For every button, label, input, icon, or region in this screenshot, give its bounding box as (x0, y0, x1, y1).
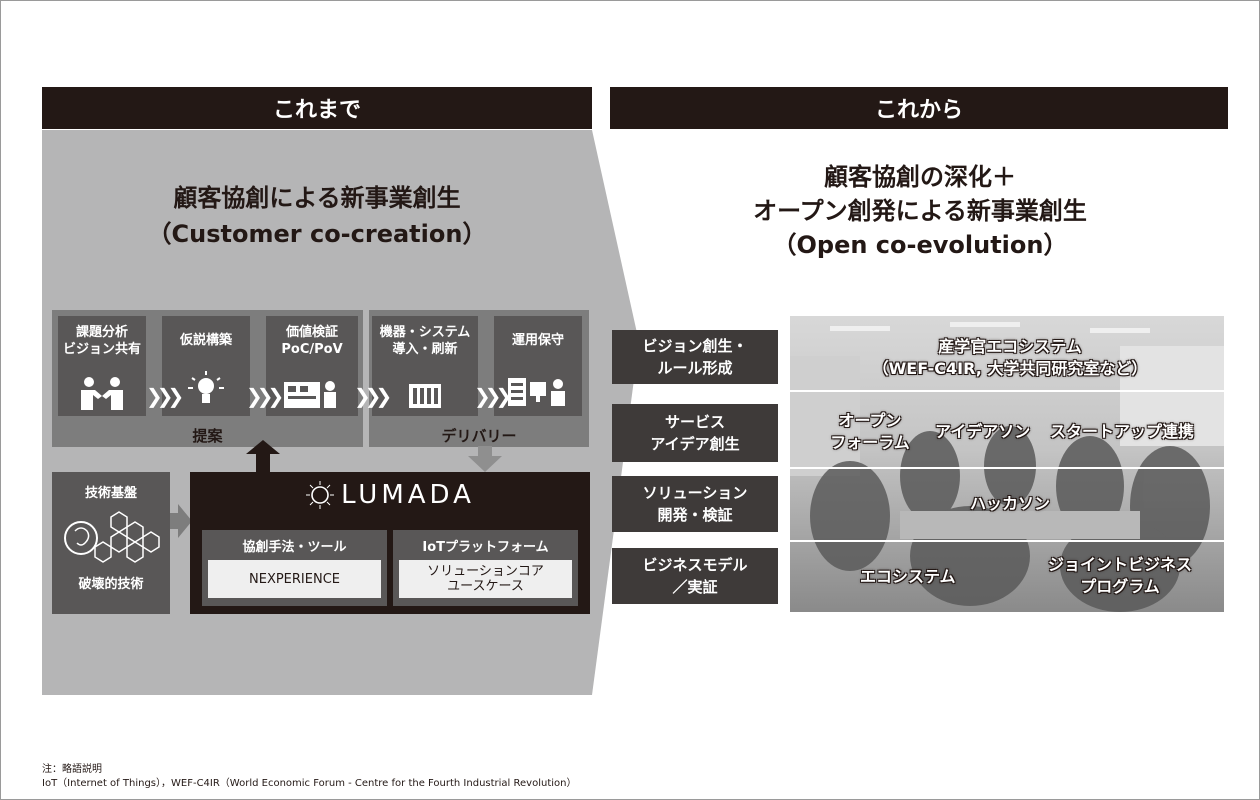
overlay-joint-business-line1: ジョイントビジネス (1047, 555, 1192, 574)
overlay-ecosystem: エコシステム (860, 567, 956, 586)
disruptive-tech-label: 破壊的技術 (78, 577, 144, 592)
up-arrow-icon (246, 440, 280, 474)
step-label-line1: 価値検証 (285, 325, 338, 340)
row-label-line2: 開発・検証 (657, 506, 733, 524)
workshop-photo-image (790, 316, 1224, 612)
step-label-line1: 課題分析 (75, 325, 128, 340)
delivery-label: デリバリー (441, 427, 517, 445)
handshake-icon (81, 377, 123, 410)
row-divider (790, 540, 1224, 542)
overlay-hackathon: ハッカソン (969, 494, 1050, 513)
lightbulb-icon (188, 371, 224, 403)
row-label-line2: ／実証 (672, 578, 718, 596)
overlay-open-forum: オープン フォーラム (820, 410, 920, 454)
left-header-text: これまで (272, 98, 361, 123)
right-title: 顧客協創の深化＋ オープン創発による新事業創生 （Open co-evoluti… (640, 160, 1200, 262)
tech-base-label: 技術基盤 (84, 486, 137, 501)
step-label-line1: 仮説構築 (179, 333, 232, 348)
right-title-line2: オープン創発による新事業創生 (753, 197, 1087, 225)
row-label-vision: ビジョン創生・ ルール形成 (612, 330, 778, 384)
iot-platform-value-line1: ソリューションコア (427, 564, 544, 579)
iot-platform-panel: IoTプラットフォーム ソリューションコア ユースケース (393, 530, 578, 606)
building-icon (409, 384, 441, 408)
lumada-logo-text: LUMADA (341, 480, 475, 510)
brain-hexagon-icon (64, 511, 160, 563)
left-title: 顧客協創による新事業創生 （Customer co-creation） (42, 180, 592, 252)
co-creation-tools-value: NEXPERIENCE (208, 560, 381, 598)
row-divider (790, 467, 1224, 469)
step-value-verification: 価値検証 PoC/PoV (266, 316, 358, 416)
co-creation-tools-header: 協創手法・ツール (242, 540, 347, 555)
overlay-ecosystem-industry: 産学官エコシステム （WEF-C4IR, 大学共同研究室など） (800, 336, 1220, 380)
overlay-ideathon: アイデアソン (935, 422, 1031, 441)
factory-worker-icon (284, 381, 336, 408)
step-label-line1: 運用保守 (511, 333, 564, 348)
step-label-line2: PoC/PoV (281, 342, 343, 357)
step-label-line2: ビジョン共有 (62, 342, 141, 357)
row-label-service-idea: サービス アイデア創生 (612, 404, 778, 462)
co-creation-tools-panel: 協創手法・ツール NEXPERIENCE (202, 530, 387, 606)
left-title-line1: 顧客協創による新事業創生 (173, 184, 461, 212)
step-operation-maintenance: 運用保守 (494, 316, 582, 416)
step-label-line2: 導入・刷新 (392, 342, 458, 357)
workshop-photo (790, 316, 1224, 612)
step-system-deployment: 機器・システム 導入・刷新 (372, 316, 478, 416)
chevron-right-icon: ❯❯❯ (474, 384, 512, 408)
right-header: これから (610, 87, 1228, 129)
row-label-line1: サービス (664, 413, 725, 431)
down-arrow-icon (468, 446, 502, 472)
row-label-line1: ビジネスモデル (642, 556, 748, 574)
overlay-open-forum-line1: オープン (838, 411, 902, 430)
right-title-line3: （Open co-evolution） (772, 231, 1068, 259)
note-abbreviations: IoT（Internet of Things），WEF-C4IR（World E… (42, 778, 577, 789)
overlay-open-forum-line2: フォーラム (830, 433, 910, 452)
overlay-ecosystem-line1: 産学官エコシステム (938, 337, 1082, 356)
chevron-right-icon: ❯❯❯ (354, 384, 392, 408)
row-label-line1: ソリューション (642, 484, 748, 502)
row-label-line2: ルール形成 (657, 359, 733, 377)
left-title-line2: （Customer co-creation） (147, 220, 487, 248)
step-issue-analysis: 課題分析 ビジョン共有 (58, 316, 146, 416)
right-header-text: これから (874, 98, 963, 123)
row-label-line2: アイデア創生 (650, 435, 740, 453)
right-title-line1: 顧客協創の深化＋ (824, 163, 1016, 191)
step-label-line1: 機器・システム (379, 325, 471, 340)
row-label-solution: ソリューション 開発・検証 (612, 476, 778, 532)
overlay-startup: スタートアップ連携 (1050, 422, 1195, 441)
row-divider (790, 390, 1224, 392)
overlay-ecosystem-line2: （WEF-C4IR, 大学共同研究室など） (872, 359, 1148, 378)
iot-platform-value: ソリューションコア ユースケース (399, 560, 572, 598)
row-label-business-model: ビジネスモデル ／実証 (612, 548, 778, 604)
lumada-box: LUMADA 協創手法・ツール NEXPERIENCE IoTプラットフォーム … (190, 472, 590, 614)
left-header: これまで (42, 87, 592, 129)
row-label-line1: ビジョン創生・ (642, 337, 748, 355)
right-arrow-icon (170, 504, 192, 538)
tech-base-box: 技術基盤 破壊的技術 (52, 472, 170, 614)
iot-platform-header: IoTプラットフォーム (422, 540, 549, 555)
note-title: 注：略語説明 (42, 764, 102, 775)
iot-platform-value-line2: ユースケース (447, 579, 524, 594)
overlay-joint-business: ジョイントビジネス プログラム (1030, 554, 1210, 598)
overlay-joint-business-line2: プログラム (1080, 577, 1160, 596)
step-hypothesis: 仮説構築 (162, 316, 250, 416)
chevron-right-icon: ❯❯❯ (146, 384, 184, 408)
chevron-right-icon: ❯❯❯ (246, 384, 284, 408)
lumada-logo-icon (306, 481, 335, 509)
operator-computer-icon (508, 378, 565, 406)
proposal-label: 提案 (192, 427, 223, 445)
